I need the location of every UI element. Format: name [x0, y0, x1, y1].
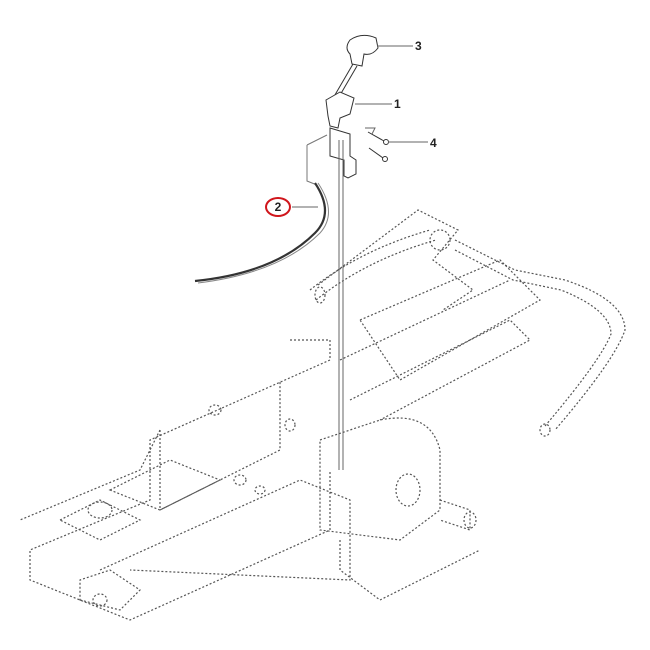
callout-1[interactable]: 1: [394, 97, 401, 111]
callout-3[interactable]: 3: [415, 39, 422, 53]
callout-2-highlighted[interactable]: 2: [265, 197, 291, 217]
callout-4[interactable]: 4: [430, 136, 437, 150]
knob-part: [331, 34, 379, 103]
lever-bracket-part: [325, 91, 357, 179]
mower-frame: [19, 209, 626, 621]
callout-2-label: 2: [274, 200, 282, 214]
screws-part: [367, 131, 389, 162]
